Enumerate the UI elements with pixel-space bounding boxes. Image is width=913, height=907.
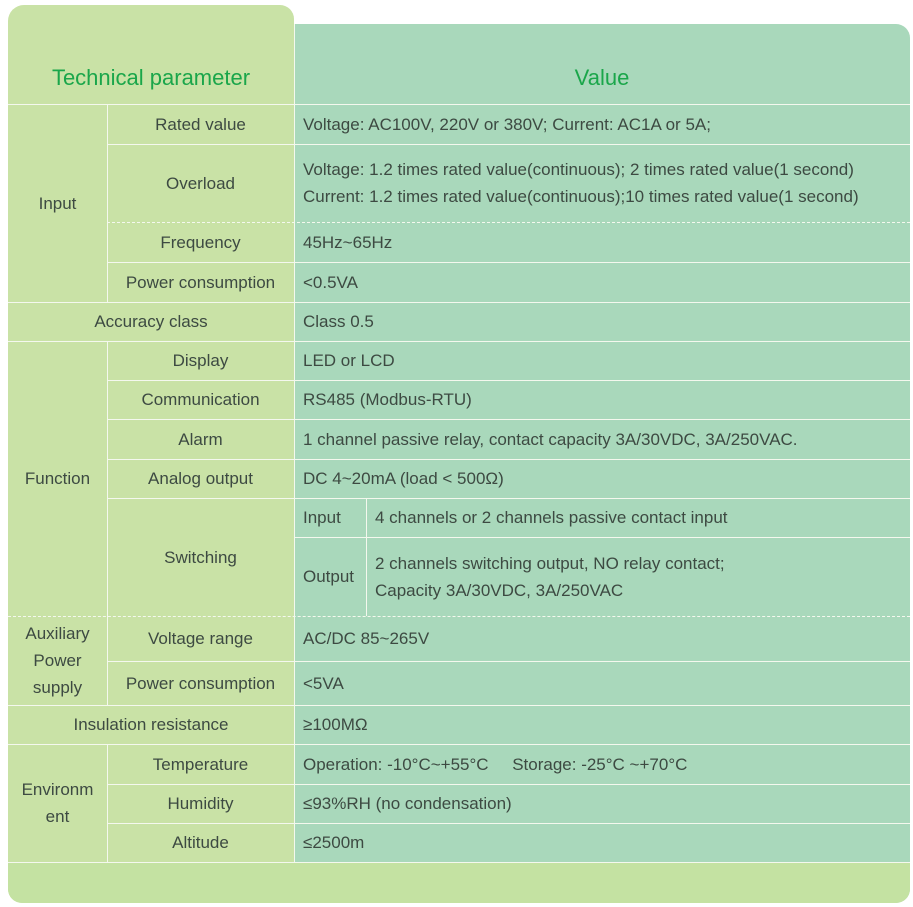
param-display: Display	[172, 351, 229, 370]
switching-input-label: Input	[303, 508, 341, 527]
row-divider	[107, 784, 910, 785]
param-communication: Communication	[141, 390, 260, 409]
group-environment: Environm ent	[21, 780, 94, 826]
row-divider	[8, 104, 910, 105]
value-analog-output: DC 4~20mA (load < 500Ω)	[303, 469, 504, 488]
row-divider	[8, 744, 910, 745]
value-switching-output-line2: Capacity 3A/30VDC, 3A/250VAC	[375, 580, 624, 600]
param-frequency: Frequency	[160, 232, 241, 252]
row-divider	[8, 341, 910, 342]
row-divider	[107, 823, 910, 824]
value-aux-power-consumption: <5VA	[303, 673, 344, 693]
value-overload-voltage: Voltage: 1.2 times rated value(continuou…	[303, 160, 854, 179]
param-voltage-range: Voltage range	[148, 629, 253, 648]
column-divider	[294, 24, 295, 862]
row-divider	[8, 302, 910, 303]
header-value: Value	[574, 64, 630, 90]
row-divider	[8, 862, 910, 863]
row-divider	[294, 537, 910, 538]
param-accuracy-class: Accuracy class	[94, 312, 208, 331]
value-power-consumption: <0.5VA	[303, 272, 358, 292]
table-footer-band	[8, 862, 910, 903]
param-rated-value: Rated value	[155, 114, 246, 134]
value-rated-value: Voltage: AC100V, 220V or 380V; Current: …	[303, 114, 711, 134]
column-divider	[366, 498, 367, 616]
header-technical-parameter: Technical parameter	[51, 64, 251, 90]
param-insulation-resistance: Insulation resistance	[73, 715, 229, 734]
row-divider	[107, 222, 910, 223]
param-altitude: Altitude	[172, 833, 229, 852]
param-power-consumption: Power consumption	[125, 272, 276, 292]
value-switching-output: 2 channels switching output, NO relay co…	[366, 537, 910, 616]
param-humidity: Humidity	[167, 794, 234, 813]
param-temperature: Temperature	[152, 754, 249, 774]
column-divider	[107, 104, 108, 302]
param-aux-power-consumption: Power consumption	[125, 673, 276, 693]
value-column-background	[294, 24, 910, 903]
group-input: Input	[38, 193, 77, 213]
row-divider	[107, 419, 910, 420]
switching-output-label: Output	[303, 567, 355, 586]
column-divider	[107, 744, 108, 862]
param-analog-output: Analog output	[148, 469, 253, 488]
value-communication: RS485 (Modbus-RTU)	[303, 390, 472, 409]
value-insulation-resistance: ≥100MΩ	[303, 715, 368, 734]
value-switching-input: 4 channels or 2 channels passive contact…	[375, 508, 728, 527]
row-divider	[107, 661, 910, 662]
row-divider	[107, 262, 910, 263]
param-switching: Switching	[164, 547, 237, 567]
row-divider	[107, 144, 910, 145]
param-alarm: Alarm	[178, 429, 223, 449]
value-temperature: Operation: -10°C~+55°C Storage: -25°C ~+…	[303, 754, 688, 774]
value-altitude: ≤2500m	[303, 833, 365, 852]
value-frequency: 45Hz~65Hz	[303, 232, 393, 252]
column-divider	[107, 341, 108, 705]
group-auxiliary-power-supply: Auxiliary Power supply	[25, 624, 90, 697]
group-function: Function	[24, 469, 91, 488]
value-alarm: 1 channel passive relay, contact capacit…	[303, 429, 798, 449]
row-divider	[8, 705, 910, 706]
value-display: LED or LCD	[303, 351, 395, 370]
parameter-column-background	[8, 5, 294, 903]
value-voltage-range: AC/DC 85~265V	[303, 629, 430, 648]
value-overload: Voltage: 1.2 times rated value(continuou…	[294, 144, 910, 222]
row-divider	[8, 616, 910, 617]
row-divider	[107, 380, 910, 381]
value-accuracy-class: Class 0.5	[303, 312, 374, 331]
row-divider	[107, 459, 910, 460]
value-humidity: ≤93%RH (no condensation)	[303, 794, 512, 813]
row-divider	[107, 498, 910, 499]
param-overload: Overload	[166, 173, 235, 193]
value-switching-output-line1: 2 channels switching output, NO relay co…	[375, 553, 725, 573]
value-overload-current: Current: 1.2 times rated value(continuou…	[303, 187, 859, 206]
